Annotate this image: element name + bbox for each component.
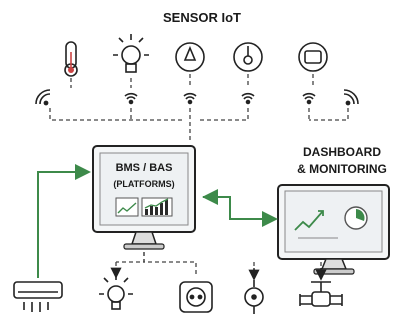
air-conditioner-icon	[13, 281, 63, 312]
light-bulb-icon	[113, 34, 149, 73]
thermometer-icon	[64, 41, 78, 77]
feedback-arrow	[37, 164, 91, 278]
pressure-gauge-icon	[233, 42, 263, 72]
actuator-arrows	[110, 267, 327, 281]
bms-label: BMS / BAS	[115, 162, 173, 174]
dashboard-monitor	[277, 184, 390, 275]
light-bulb-icon	[99, 275, 133, 310]
diagram-title: SENSOR IoT	[162, 10, 241, 25]
valve-icon	[299, 281, 343, 307]
flow-meter-icon	[244, 280, 264, 314]
bms-monitor	[92, 145, 196, 250]
bms-dashboard-link	[202, 189, 278, 227]
smart-meter-icon	[298, 42, 328, 72]
airflow-sensor-icon	[175, 42, 205, 72]
power-outlet-icon	[179, 281, 213, 313]
wifi-icon	[35, 89, 359, 106]
bms-sublabel: (PLATFORMS)	[113, 179, 175, 189]
sensor-connections	[49, 74, 349, 140]
dashboard-label: DASHBOARD	[303, 145, 381, 159]
dashboard-sublabel: & MONITORING	[297, 162, 387, 176]
